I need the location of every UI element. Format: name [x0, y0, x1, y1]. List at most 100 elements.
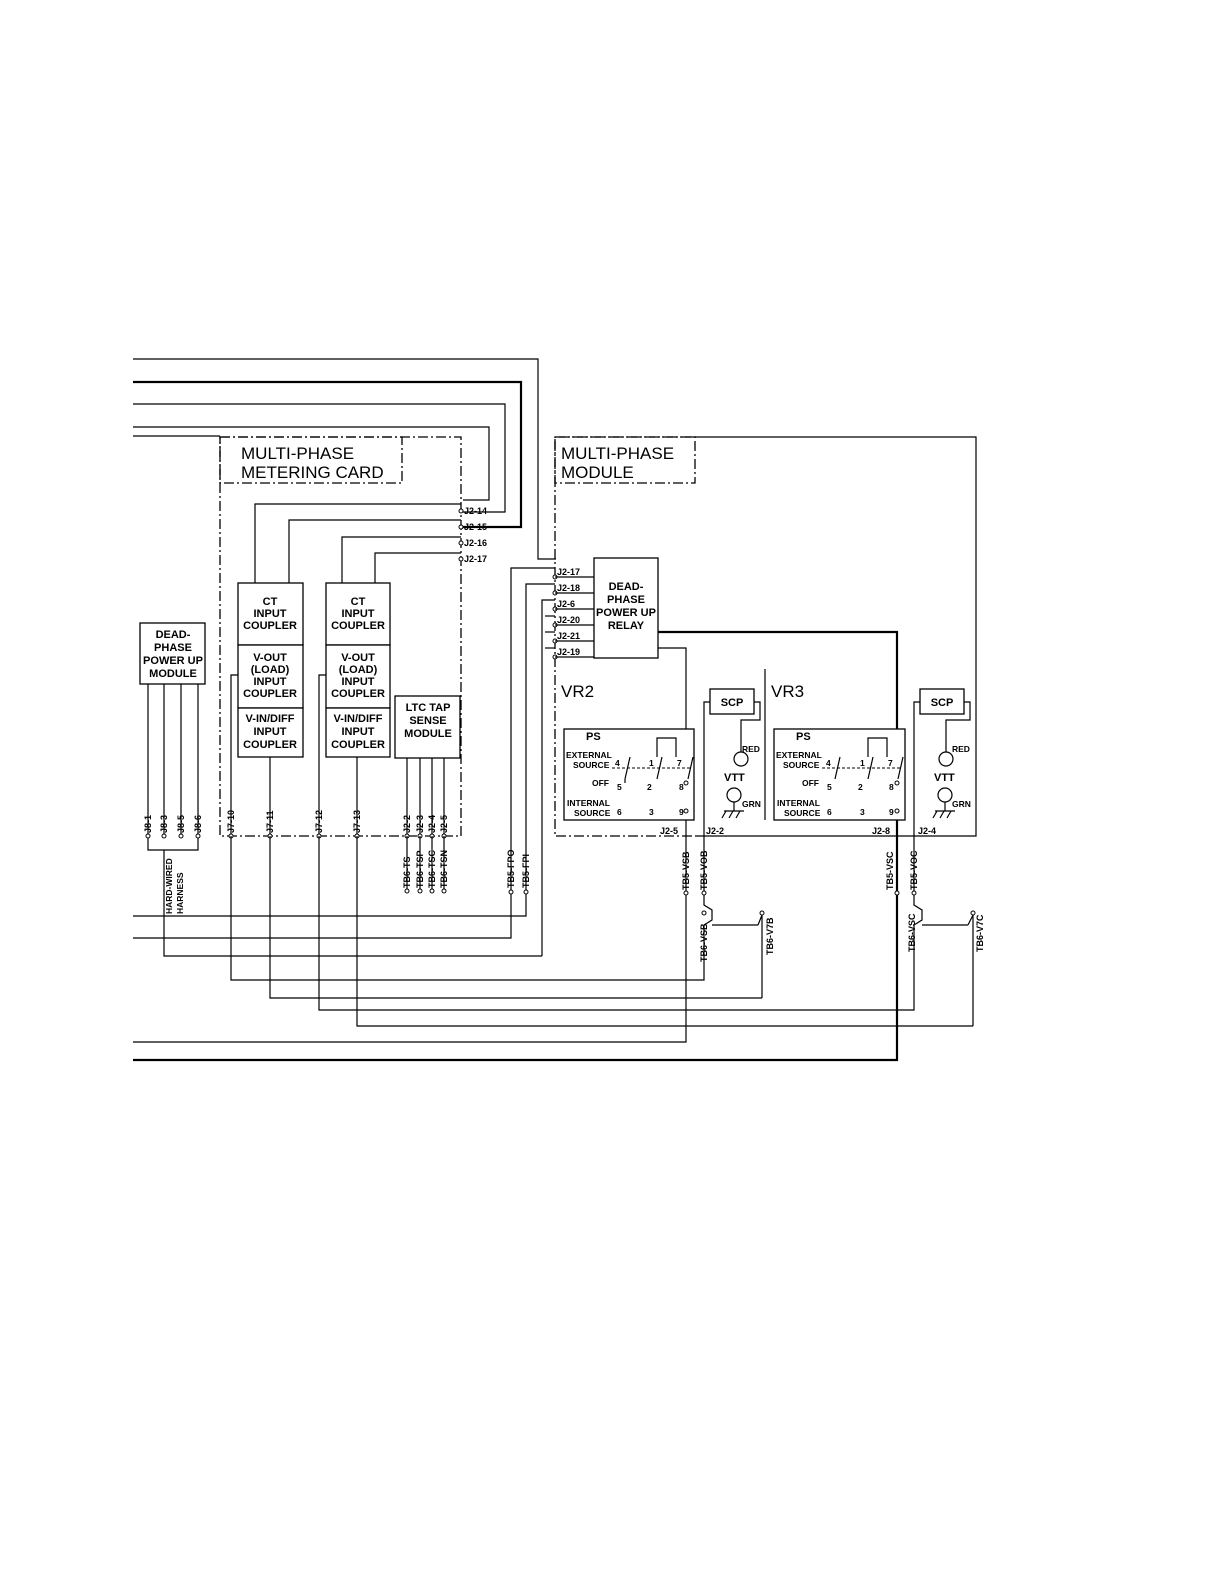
vr3-label: VR3 [771, 682, 804, 701]
vout-coupler-2-l3: INPUT [342, 676, 375, 688]
vout-coupler-2-l2: (LOAD) [339, 664, 378, 676]
ltc-l2: SENSE [409, 715, 446, 727]
pin-j8-1: J8-1 [143, 815, 153, 833]
ps-n3-vr2: 3 [649, 807, 654, 817]
pin-j7-10: J7-10 [226, 810, 236, 833]
vtt-red-vr2: RED [742, 744, 760, 754]
fp-terminals: TB5-FPO TB5-FPI [506, 849, 531, 895]
pin-j2-3: J2-3 [415, 815, 425, 833]
vout-coupler-1-l4: COUPLER [243, 688, 297, 700]
ps-n2-vr2: 2 [647, 782, 652, 792]
bottom-wires [133, 836, 973, 1062]
top-wires [133, 358, 556, 560]
vin-coupler-1-l1: V-IN/DIFF [246, 713, 295, 725]
ps-n8-vr2: 8 [679, 782, 684, 792]
vout-coupler-1-l1: V-OUT [253, 652, 287, 664]
vin-coupler-2-l1: V-IN/DIFF [334, 713, 383, 725]
dpm-l2: PHASE [154, 642, 192, 654]
relay-l2: PHASE [607, 594, 645, 606]
module-title-1: MULTI-PHASE [561, 444, 674, 463]
ct-coupler-1-l1: CT [263, 596, 278, 608]
harness-label-1: HARD-WIRED [164, 858, 174, 914]
pin-j2-2: J2-2 [402, 815, 412, 833]
ps-n5-vr3: 5 [827, 782, 832, 792]
ps-n7-vr3: 7 [888, 758, 893, 768]
vin-coupler-1-l3: COUPLER [243, 739, 297, 751]
module-title-2: MODULE [561, 463, 634, 482]
ltc-l3: MODULE [404, 728, 452, 740]
module-pin-j2-21: J2-21 [557, 631, 580, 641]
ps-n9-vr2: 9 [679, 807, 684, 817]
vin-coupler-2-l3: COUPLER [331, 739, 385, 751]
ct-coupler-1-l2: INPUT [254, 608, 287, 620]
ltc-terminals: TB6-TS TB6-TSP TB6-TSC TB6-TSN [402, 836, 449, 894]
ps-off-vr2: OFF [592, 778, 609, 788]
term-tb5-vsc: TB5-VSC [885, 851, 895, 890]
term-tb5-vsb: TB5-VSB [681, 851, 691, 890]
vout-coupler-2-l1: V-OUT [341, 652, 375, 664]
ps-n1-vr2: 1 [649, 758, 654, 768]
scp-vr2-label: SCP [721, 697, 744, 709]
module-input-wires [510, 567, 555, 956]
module-pin-j2-4: J2-4 [918, 826, 936, 836]
ps-title-vr3: PS [796, 731, 811, 743]
vin-coupler-2-l2: INPUT [342, 726, 375, 738]
metering-pin-j2-17: J2-17 [464, 554, 487, 564]
coupler-stack-1: CT INPUT COUPLER V-OUT (LOAD) INPUT COUP… [237, 582, 304, 758]
vr3-terminals: TB5-VSC TB5-VOC TB6-VSC TB6-V7C [885, 836, 985, 1026]
ps-n8-vr3: 8 [889, 782, 894, 792]
metering-pin-j2-16: J2-16 [464, 538, 487, 548]
ps-off-vr3: OFF [802, 778, 819, 788]
term-tb5-voc: TB5-VOC [909, 850, 919, 890]
relay-l1: DEAD- [609, 581, 644, 593]
ps-ext-1-vr2: EXTERNAL [566, 750, 612, 760]
pin-j2-5: J2-5 [439, 815, 449, 833]
vtt-label-vr2: VTT [724, 772, 745, 784]
vtt-grn-vr2: GRN [742, 799, 761, 809]
ps-int-1-vr3: INTERNAL [777, 798, 820, 808]
dead-phase-relay: DEAD- PHASE POWER UP RELAY [593, 557, 659, 659]
metering-pin-j2-15: J2-15 [464, 522, 487, 532]
scp-vtt-vr3: SCP RED VTT GRN [913, 688, 971, 836]
module-pin-j2-17: J2-17 [557, 567, 580, 577]
pin-j8-5: J8-5 [176, 815, 186, 833]
vout-coupler-1-l2: (LOAD) [251, 664, 290, 676]
ps-title-vr2: PS [586, 731, 601, 743]
dead-phase-module: DEAD- PHASE POWER UP MODULE [139, 622, 206, 851]
ps-int-2-vr2: SOURCE [574, 808, 611, 818]
pin-j2-4: J2-4 [427, 815, 437, 833]
ps-n6-vr3: 6 [827, 807, 832, 817]
term-tb6-v7b: TB6-V7B [765, 917, 775, 955]
ps-ext-1-vr3: EXTERNAL [776, 750, 822, 760]
ct-coupler-2-l2: INPUT [342, 608, 375, 620]
dpm-l3: POWER UP [143, 655, 203, 667]
scp-vtt-vr2: SCP RED VTT GRN [703, 688, 761, 836]
pin-j7-11: J7-11 [265, 810, 275, 833]
vout-coupler-1-l3: INPUT [254, 676, 287, 688]
vtt-grn-vr3: GRN [952, 799, 971, 809]
vr2-label: VR2 [561, 682, 594, 701]
ps-n5-vr2: 5 [617, 782, 622, 792]
bottom-pin-labels: J8-1 J8-3 J8-5 J8-6 J7-10 J7-11 J7-12 J7… [143, 810, 449, 839]
module-pin-j2-20: J2-20 [557, 615, 580, 625]
vr2-terminals: TB5-VSB TB5-VOB TB6-VSB TB6-V7B [681, 836, 775, 998]
vtt-red-vr3: RED [952, 744, 970, 754]
dpm-l1: DEAD- [156, 629, 191, 641]
pin-j8-6: J8-6 [193, 815, 203, 833]
module-pin-j2-6: J2-6 [557, 599, 575, 609]
metering-card: MULTI-PHASE METERING CARD J2-14 J2-15 J2… [219, 436, 487, 837]
metering-card-title-1: MULTI-PHASE [241, 444, 354, 463]
vtt-label-vr3: VTT [934, 772, 955, 784]
ps-switch-vr3: PS EXTERNAL SOURCE OFF INTERNAL SOURCE 4… [773, 728, 906, 821]
module-pin-j2-18: J2-18 [557, 583, 580, 593]
ltc-l1: LTC TAP [406, 702, 451, 714]
module-pin-j2-8: J2-8 [872, 826, 890, 836]
metering-card-title-2: METERING CARD [241, 463, 384, 482]
ps-n6-vr2: 6 [617, 807, 622, 817]
ps-n3-vr3: 3 [860, 807, 865, 817]
ps-n7-vr2: 7 [677, 758, 682, 768]
term-tb6-vsc: TB6-VSC [907, 913, 917, 952]
scp-vr3-label: SCP [931, 697, 954, 709]
term-tb6-tsp: TB6-TSP [415, 850, 425, 888]
ps-n4-vr3: 4 [826, 758, 831, 768]
